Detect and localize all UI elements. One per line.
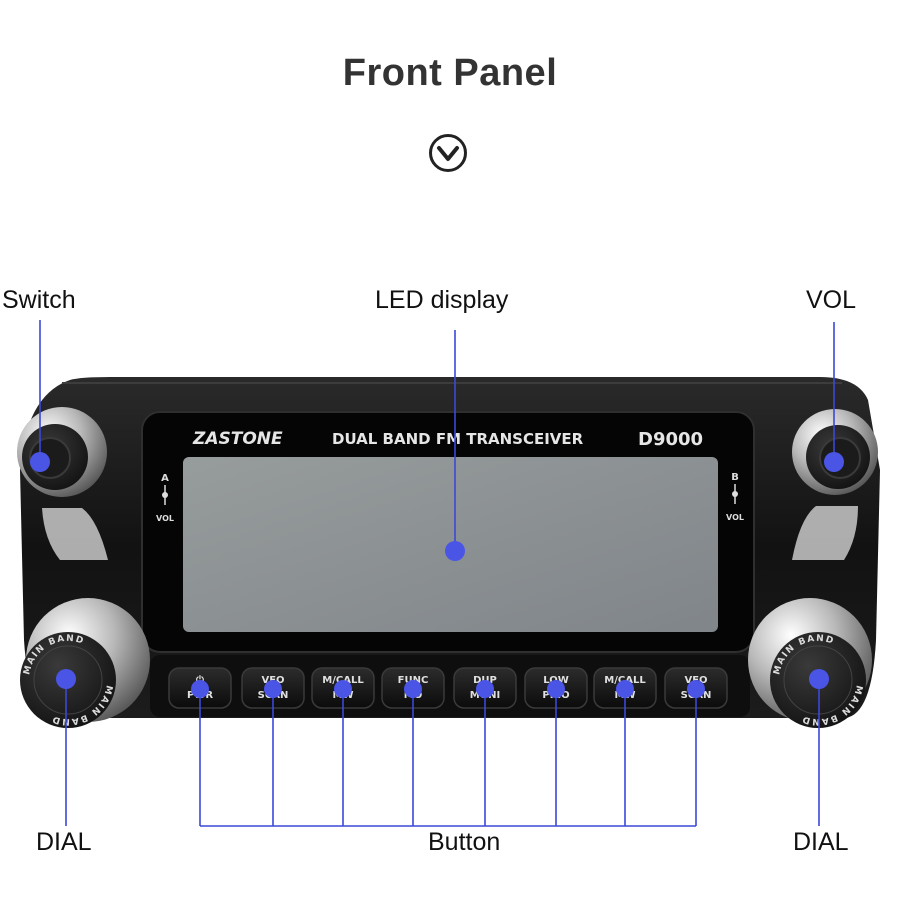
model-number: D9000 bbox=[638, 429, 703, 450]
chevron-down-circle-icon[interactable] bbox=[428, 133, 468, 173]
dial-left-label: DIAL bbox=[36, 828, 92, 856]
page-title: Front Panel bbox=[342, 52, 558, 94]
button-marker-1 bbox=[191, 680, 209, 698]
left-vol-indicator: A VOL bbox=[156, 473, 174, 523]
led-display-label: LED display bbox=[375, 286, 509, 314]
button-marker-7 bbox=[616, 680, 634, 698]
right-vol-top-label: B bbox=[731, 472, 739, 483]
right-vol-bottom-label: VOL bbox=[726, 513, 744, 522]
switch-label: Switch bbox=[2, 286, 76, 314]
button-marker-8 bbox=[687, 680, 705, 698]
vol-marker bbox=[824, 452, 844, 472]
brand-label: ZASTONE bbox=[192, 429, 283, 449]
callout-markers bbox=[30, 452, 844, 698]
dial-right-label: DIAL bbox=[793, 828, 849, 856]
vol-knob[interactable] bbox=[792, 409, 878, 495]
dial-left-marker bbox=[56, 669, 76, 689]
model-description: DUAL BAND FM TRANSCEIVER bbox=[332, 430, 584, 448]
left-vol-bottom-label: VOL bbox=[156, 514, 174, 523]
vol-label: VOL bbox=[806, 286, 857, 314]
button-label: Button bbox=[428, 828, 501, 856]
button-marker-4 bbox=[404, 680, 422, 698]
callout-leader-lines bbox=[39, 320, 835, 827]
button-marker-3 bbox=[334, 680, 352, 698]
button-top-label: ⏻ bbox=[196, 674, 204, 686]
switch-knob[interactable] bbox=[17, 407, 107, 497]
button-marker-2 bbox=[264, 680, 282, 698]
button-marker-6 bbox=[547, 680, 565, 698]
right-vol-indicator: B VOL bbox=[726, 472, 744, 522]
left-vol-top-label: A bbox=[161, 473, 169, 484]
switch-marker bbox=[30, 452, 50, 472]
button-marker-5 bbox=[476, 680, 494, 698]
dial-right-marker bbox=[809, 669, 829, 689]
led-display-marker bbox=[445, 541, 465, 561]
